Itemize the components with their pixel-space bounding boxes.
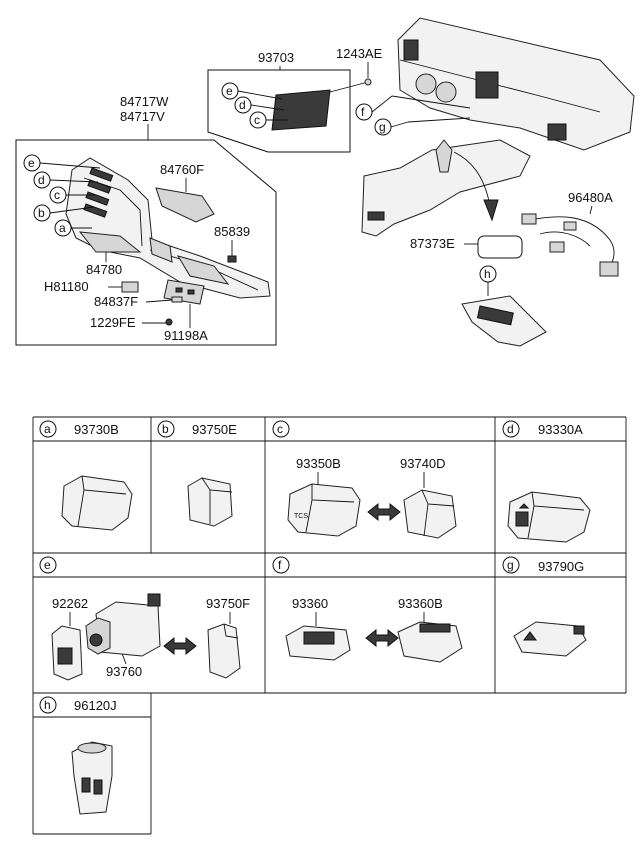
part-93360b: 93360B (398, 596, 443, 611)
svg-text:87373E: 87373E (410, 236, 455, 251)
switch-93330a-icon (507, 491, 591, 543)
svg-text:b: b (38, 206, 45, 220)
part-92262: 92262 (52, 596, 88, 611)
harness-96480a: 96480A (521, 190, 619, 277)
label-85839: 85839 (214, 224, 250, 239)
svg-text:TCS: TCS (294, 513, 308, 520)
svg-text:d: d (38, 173, 45, 187)
svg-text:h: h (484, 267, 491, 281)
part-93360: 93360 (292, 596, 328, 611)
part-93740d: 93740D (400, 456, 446, 471)
part-93350b: 93350B (296, 456, 341, 471)
a-callout: a (54, 219, 92, 237)
svg-text:e: e (44, 558, 51, 572)
cell-c: c 93350B 93740D TCS (272, 420, 457, 539)
double-arrow-icon (365, 628, 399, 648)
svg-text:f: f (361, 105, 365, 119)
switch-93730b-icon (61, 475, 133, 531)
svg-text:96480A: 96480A (568, 190, 613, 205)
center-fascia-part (65, 157, 271, 299)
label-84837f: 84837F (94, 294, 138, 309)
cell-f: f 93360 93360B (272, 556, 463, 663)
switch-93350b-icon (287, 483, 361, 537)
svg-text:b: b (162, 422, 169, 436)
bracket-84760f-part (155, 187, 215, 223)
screw-1243ae: 1243AE (336, 46, 383, 86)
switch-93740d-icon (403, 489, 457, 539)
e-callout: e (221, 82, 283, 100)
svg-text:c: c (277, 422, 283, 436)
svg-text:a: a (59, 221, 66, 235)
svg-text:g: g (379, 120, 386, 134)
part-93750f: 93750F (206, 596, 250, 611)
cell-g: g 93790G (502, 556, 587, 657)
cell-b: b 93750E (157, 420, 237, 527)
double-arrow-icon (367, 502, 401, 522)
cell-d: d 93330A (502, 420, 591, 543)
hazard-switch-93790g-icon (513, 621, 587, 657)
label-84780: 84780 (86, 262, 122, 277)
cell-a: a 93730B (39, 420, 133, 531)
part-93730b: 93730B (74, 422, 119, 437)
g-callout: g (374, 117, 471, 136)
part-93330a: 93330A (538, 422, 583, 437)
d-callout: d (33, 171, 99, 189)
seal-87373e: 87373E (410, 235, 523, 259)
switch-93750f-icon (207, 623, 241, 679)
svg-text:d: d (239, 98, 246, 112)
svg-text:c: c (254, 113, 260, 127)
part-93790g: 93790G (538, 559, 584, 574)
h-callout: h (479, 265, 497, 296)
cell-e: e 92262 93760 93750F (39, 556, 250, 681)
c-callout: c (249, 111, 288, 129)
double-arrow-icon (163, 636, 197, 656)
svg-text:e: e (28, 156, 35, 170)
tray-84780-part (78, 231, 142, 253)
svg-text:1243AE: 1243AE (336, 46, 383, 61)
label-h81180: H81180 (44, 279, 89, 294)
svg-text:g: g (507, 558, 514, 572)
switch-table (32, 416, 627, 835)
part-93750e: 93750E (192, 422, 237, 437)
dashboard-illustration (361, 17, 635, 237)
label-91198a: 91198A (164, 328, 208, 343)
svg-text:d: d (507, 422, 514, 436)
svg-text:e: e (226, 84, 233, 98)
label-84717w: 84717W (120, 94, 169, 109)
label-1229fe: 1229FE (90, 315, 136, 330)
svg-text:c: c (54, 188, 60, 202)
part-93760: 93760 (106, 664, 142, 679)
label-84717v: 84717V (120, 109, 165, 124)
label-93703: 93703 (258, 50, 294, 65)
switch-strip-part (271, 89, 331, 131)
f-callout: f (355, 95, 471, 121)
b-callout: b (33, 204, 95, 222)
c-callout: c (49, 186, 96, 204)
svg-text:h: h (44, 698, 51, 712)
svg-text:a: a (44, 422, 51, 436)
e-callout: e (23, 154, 101, 172)
cell-h: h 96120J (39, 696, 117, 815)
center-fascia-box: 84717W 84717V e d c (15, 94, 277, 346)
svg-text:f: f (278, 558, 282, 572)
switch-panel-box: 93703 e d c (207, 50, 369, 153)
d-callout: d (234, 96, 285, 114)
label-84760f: 84760F (160, 162, 204, 177)
part-96120j: 96120J (74, 698, 117, 713)
